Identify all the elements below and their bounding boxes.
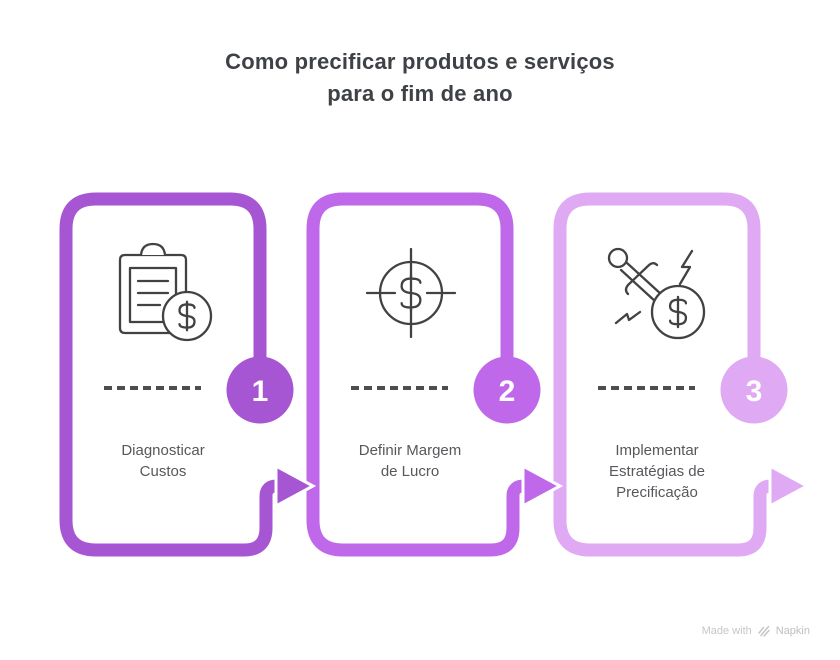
step-number-badge — [473, 356, 541, 424]
step-card-2: 2 — [306, 192, 564, 557]
made-with-text: Made with — [701, 625, 752, 637]
sword-coin-icon — [607, 247, 706, 340]
step-number: 2 — [499, 375, 516, 408]
impact-zigzag-icon — [614, 310, 642, 325]
arrow-right-icon — [274, 463, 317, 509]
step-number: 1 — [252, 375, 269, 408]
made-with-napkin-credit[interactable]: Made with Napkin — [702, 624, 810, 638]
dashed-divider — [104, 386, 201, 390]
step-card-3: 3 — [553, 192, 811, 557]
target-dollar-icon — [365, 247, 457, 339]
page-title: Como precificar produtos e serviços para… — [225, 49, 615, 106]
step-number-badge — [720, 356, 788, 424]
card-outline — [553, 192, 772, 557]
step-label-1: Diagnosticar Custos — [121, 442, 205, 480]
napkin-brand-text: Napkin — [775, 625, 810, 637]
arrow-right-icon — [768, 463, 811, 509]
step-card-1: 1 — [59, 192, 317, 557]
card-outline — [59, 192, 278, 557]
step-number: 3 — [746, 375, 763, 408]
dashed-divider — [351, 386, 448, 390]
clipboard-dollar-icon — [118, 242, 213, 342]
dollar-sign-icon — [402, 275, 421, 311]
dollar-sign-icon — [180, 302, 195, 331]
lightning-bolt-icon — [678, 249, 694, 286]
step-label-2: Definir Margem de Lucro — [358, 442, 462, 480]
dollar-sign-icon — [670, 297, 686, 327]
step-label-3: Implementar Estratégias de Precificação — [609, 442, 705, 501]
step-number-badge — [226, 356, 294, 424]
card-outline — [306, 192, 525, 557]
arrow-right-icon — [521, 463, 564, 509]
dashed-divider — [598, 386, 695, 390]
napkin-logo-icon — [758, 625, 770, 637]
